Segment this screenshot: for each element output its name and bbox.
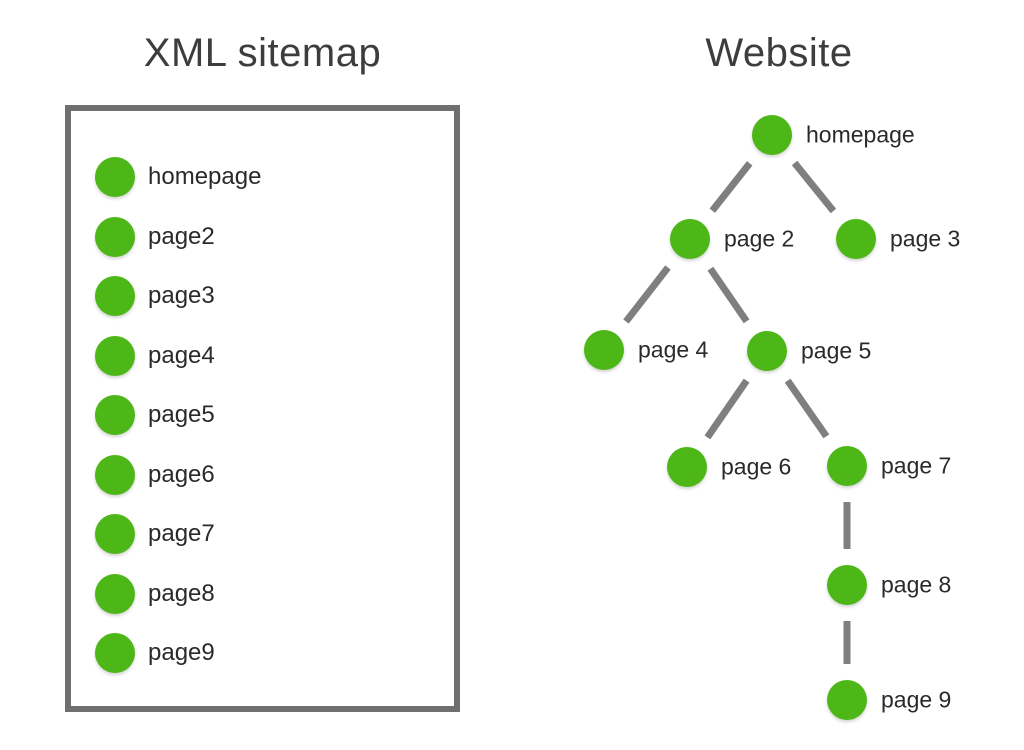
page-dot-icon xyxy=(95,395,135,435)
tree-edge-page2-page5 xyxy=(707,266,750,324)
sitemap-item-label: page6 xyxy=(148,460,215,488)
sitemap-item-page9: page9 xyxy=(95,633,261,673)
sitemap-item-label: page8 xyxy=(148,579,215,607)
tree-node-page2-icon xyxy=(670,219,710,259)
tree-node-page3-icon xyxy=(836,219,876,259)
tree-node-page7-icon xyxy=(827,446,867,486)
sitemap-item-label: page4 xyxy=(148,341,215,369)
sitemap-item-label: page2 xyxy=(148,222,215,250)
tree-edge-page5-page7 xyxy=(784,378,830,439)
page-dot-icon xyxy=(95,514,135,554)
sitemap-item-page5: page5 xyxy=(95,395,261,435)
tree-node-page8-icon xyxy=(827,565,867,605)
tree-node-page6-icon xyxy=(667,447,707,487)
tree-edge-page5-page6 xyxy=(704,378,750,440)
page-dot-icon xyxy=(95,335,135,376)
tree-node-page3-label: page 3 xyxy=(890,225,961,252)
sitemap-box: homepage page2 page3 page4 page5 page6 page7 pa… xyxy=(65,105,460,712)
sitemap-item-page6: page6 xyxy=(95,454,261,495)
website-title: Website xyxy=(705,31,853,75)
tree-node-homepage-label: homepage xyxy=(806,121,915,148)
tree-node-page5-icon xyxy=(747,331,787,371)
page-dot-icon xyxy=(95,157,135,197)
sitemap-item-page4: page4 xyxy=(95,335,261,376)
tree-node-page4-icon xyxy=(584,330,624,370)
page-dot-icon xyxy=(95,454,135,495)
tree-node-page2-label: page 2 xyxy=(724,225,795,252)
sitemap-item-page3: page3 xyxy=(95,276,261,316)
sitemap-item-label: homepage xyxy=(148,163,262,190)
tree-node-page5-label: page 5 xyxy=(801,337,872,364)
tree-node-page4-label: page 4 xyxy=(638,336,709,363)
sitemap-item-label: page7 xyxy=(148,520,215,547)
xml-sitemap-title: XML sitemap xyxy=(143,31,382,75)
tree-edge-homepage-page3 xyxy=(791,160,837,214)
sitemap-item-label: page9 xyxy=(148,639,215,666)
page-dot-icon xyxy=(95,633,135,673)
sitemap-item-page2: page2 xyxy=(95,216,261,257)
sitemap-item-label: page3 xyxy=(148,282,215,309)
tree-node-page9-label: page 9 xyxy=(881,686,952,713)
tree-node-homepage-icon xyxy=(752,115,792,155)
page-dot-icon xyxy=(95,216,135,257)
page-dot-icon xyxy=(95,573,135,614)
sitemap-item-label: page5 xyxy=(148,401,215,428)
sitemap-item-homepage: homepage xyxy=(95,157,261,197)
tree-node-page9-icon xyxy=(827,680,867,720)
tree-node-page6-label: page 6 xyxy=(721,453,792,480)
page-dot-icon xyxy=(95,276,135,316)
sitemap-list: homepage page2 page3 page4 page5 page6 page7 pa… xyxy=(95,157,261,673)
tree-node-page8-label: page 8 xyxy=(881,571,952,598)
sitemap-item-page7: page7 xyxy=(95,514,261,554)
tree-edge-page2-page4 xyxy=(623,265,671,324)
sitemap-item-page8: page8 xyxy=(95,573,261,614)
tree-edge-homepage-page2 xyxy=(709,161,753,213)
tree-node-page7-label: page 7 xyxy=(881,452,952,479)
